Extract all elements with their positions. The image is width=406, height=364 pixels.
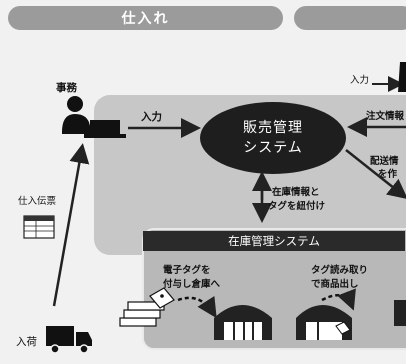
system-line2: システム	[243, 140, 303, 156]
inventory-system-title: 在庫管理システム	[143, 231, 405, 251]
sales-management-system: 販売管理 システム	[200, 102, 346, 174]
section-header-purchase: 仕入れ	[8, 6, 283, 30]
to-warehouse-arrow	[177, 295, 217, 319]
tagged-boxes-icon	[119, 287, 175, 327]
tag-label-2: 付与し倉庫へ	[163, 279, 221, 290]
office-worker-icon	[62, 96, 126, 138]
right-edge-shape	[394, 300, 406, 326]
arrival-arrow	[52, 143, 90, 307]
system-line1: 販売管理	[243, 120, 303, 136]
to-shipping-arrow	[321, 288, 356, 311]
input-label-right: 入力	[350, 75, 370, 86]
purchase-slip-icon	[23, 215, 55, 239]
warehouse-icon-1	[214, 305, 272, 340]
office-label: 事務	[56, 82, 77, 94]
truck-icon	[46, 326, 92, 354]
link-label-2: タグを紐付け	[268, 201, 326, 212]
delivery-label-2: を作	[378, 169, 398, 180]
link-label-1: 在庫情報と	[272, 187, 320, 198]
delivery-label-1: 配送情	[370, 156, 399, 167]
read-label-1: タグ読み取り	[311, 265, 369, 276]
purchase-slip-label: 仕入伝票	[18, 196, 57, 207]
input-label-left: 入力	[141, 111, 162, 123]
delivery-arrow	[345, 149, 406, 200]
read-label-2: で商品出し	[311, 279, 359, 290]
tag-label-1: 電子タグを	[163, 265, 211, 276]
order-info-label: 注文情報	[366, 111, 405, 122]
section-header-right	[294, 6, 406, 30]
warehouse-icon-2	[296, 305, 352, 340]
arrival-label: 入荷	[16, 336, 37, 348]
right-clipped-icon	[398, 62, 406, 92]
